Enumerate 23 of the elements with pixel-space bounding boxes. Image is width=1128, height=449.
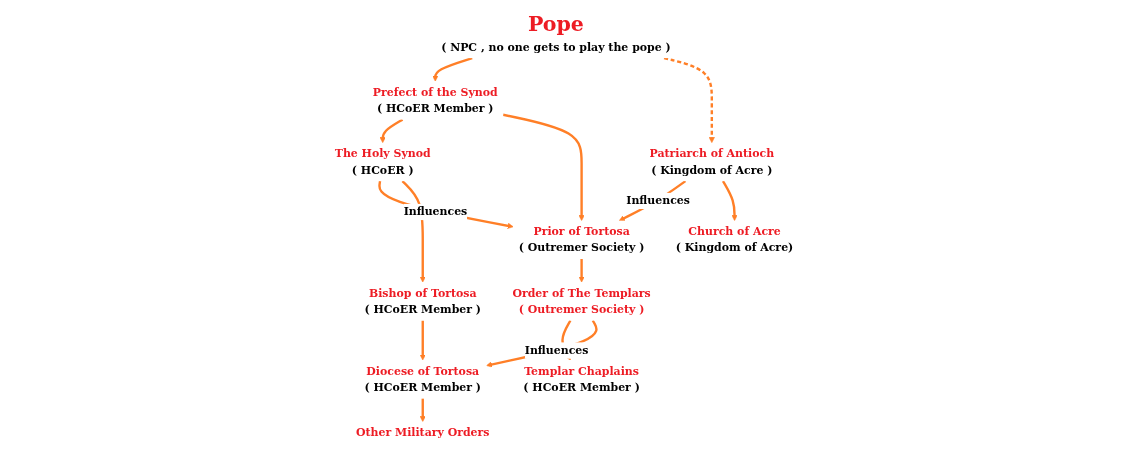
- node-text: Patriarch of Antioch ( Kingdom of Acre ): [649, 146, 775, 177]
- node-text: Prefect of the Synod ( HCoER Member ): [372, 85, 498, 115]
- edge-label: Influences: [403, 205, 468, 219]
- node-text: Templar Chaplains ( HCoER Member ): [523, 364, 640, 394]
- node-text: Other Military Orders: [356, 425, 490, 439]
- arrow: [419, 398, 426, 422]
- arrow: [502, 113, 585, 221]
- arrow: [419, 320, 426, 361]
- arrow: [432, 56, 473, 82]
- node-text: Pope ( NPC , no one gets to play the pope ): [441, 11, 671, 54]
- edge-label: Influences: [524, 343, 589, 357]
- arrow: [379, 118, 404, 144]
- node-text: The Holy Synod ( HCoER ): [334, 146, 431, 177]
- arrow: [663, 56, 715, 144]
- node-text: Prior of Tortosa ( Outremer Society ): [518, 224, 645, 255]
- node-text: Church of Acre ( Kingdom of Acre): [675, 224, 794, 255]
- node-text: Order of The Templars ( Outremer Society ): [512, 286, 651, 316]
- arrow: [721, 180, 738, 221]
- edge-label: Influences: [626, 194, 690, 208]
- arrow: [378, 180, 514, 229]
- node-text: Diocese of Tortosa ( HCoER Member ): [364, 364, 481, 394]
- arrow: [578, 259, 585, 283]
- node-text: Bishop of Tortosa ( HCoER Member ): [364, 286, 481, 316]
